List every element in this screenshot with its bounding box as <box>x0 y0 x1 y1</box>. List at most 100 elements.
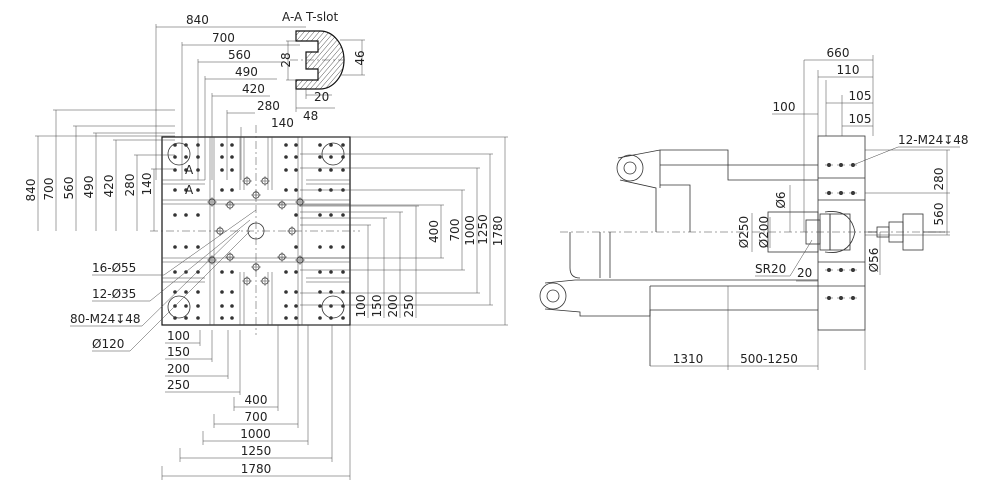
section-title: A-A T-slot <box>282 10 339 24</box>
section-mark-a-top: A <box>185 163 194 177</box>
bolt-hole <box>184 304 188 308</box>
bolt-hole <box>220 168 224 172</box>
left-dim-2: 560 <box>62 177 76 200</box>
side-dim-100: 100 <box>773 100 796 114</box>
right-dim-2: 1000 <box>463 215 477 246</box>
section-dim-48: 48 <box>303 109 318 123</box>
bolt-hole <box>196 316 200 320</box>
bolt-hole <box>329 155 333 159</box>
left-dim-3: 490 <box>82 176 96 199</box>
callout-16-holes: 16-Ø55 <box>92 261 136 275</box>
bolt-hole <box>173 143 177 147</box>
bolt-hole <box>173 168 177 172</box>
inner-dim-0: 100 <box>354 295 368 318</box>
bolt-hole <box>173 188 177 192</box>
bolt-hole <box>184 213 188 217</box>
side-dim-280: 280 <box>932 168 946 191</box>
bolt-hole <box>173 290 177 294</box>
left-dim-1: 700 <box>42 178 56 201</box>
top-dim-3: 490 <box>235 65 258 79</box>
top-dim-4: 420 <box>242 82 265 96</box>
callout-12-holes: 12-Ø35 <box>92 287 136 301</box>
bolt-hole <box>284 155 288 159</box>
side-dim-560: 560 <box>932 203 946 226</box>
bolt-hole <box>196 213 200 217</box>
bolt-hole <box>220 143 224 147</box>
bolt-hole <box>294 270 298 274</box>
bolt-hole <box>341 168 345 172</box>
bottom-dim-6: 1000 <box>240 427 271 441</box>
bolt-hole <box>318 304 322 308</box>
bolt-hole <box>329 143 333 147</box>
bolt-hole <box>230 168 234 172</box>
bolt-hole <box>318 316 322 320</box>
inner-dim-3: 250 <box>402 295 416 318</box>
bolt-hole <box>341 316 345 320</box>
left-dim-5: 280 <box>123 174 137 197</box>
bolt-hole <box>230 316 234 320</box>
bottom-dim-1: 150 <box>167 345 190 359</box>
top-dim-0: 840 <box>186 13 209 27</box>
section-mark-a-bottom: A <box>185 183 194 197</box>
bolt-hole <box>173 155 177 159</box>
side-dim-105b: 105 <box>849 112 872 126</box>
bolt-hole <box>284 143 288 147</box>
right-dim-1: 700 <box>448 219 462 242</box>
bolt-hole <box>294 143 298 147</box>
bolt-hole <box>220 270 224 274</box>
bolt-hole <box>184 245 188 249</box>
side-sr-label: SR20 <box>755 262 786 276</box>
bolt-hole <box>230 188 234 192</box>
bolt-hole <box>294 168 298 172</box>
callout-80-threads: 80-M24↧48 <box>70 312 141 326</box>
bolt-hole <box>294 155 298 159</box>
bolt-hole <box>284 316 288 320</box>
bolt-hole <box>284 290 288 294</box>
top-dim-1: 700 <box>212 31 235 45</box>
bolt-hole <box>294 304 298 308</box>
bolt-hole <box>196 245 200 249</box>
bolt-hole <box>318 270 322 274</box>
bolt-hole <box>329 168 333 172</box>
bolt-hole <box>318 290 322 294</box>
bolt-hole <box>284 270 288 274</box>
bottom-dim-7: 1250 <box>241 444 272 458</box>
right-dim-0: 400 <box>427 220 441 243</box>
bolt-hole <box>230 155 234 159</box>
inner-dim-2: 200 <box>386 295 400 318</box>
bolt-hole <box>230 143 234 147</box>
platen-front-view: A A <box>150 125 360 335</box>
bolt-hole <box>329 213 333 217</box>
side-dim-105a: 105 <box>849 89 872 103</box>
bolt-hole <box>284 304 288 308</box>
section-dim-28: 28 <box>279 52 293 67</box>
bolt-hole <box>173 270 177 274</box>
bolt-hole <box>341 213 345 217</box>
bolt-hole <box>284 168 288 172</box>
left-dim-0: 840 <box>24 179 38 202</box>
section-dim-46: 46 <box>353 50 367 65</box>
bolt-hole <box>318 168 322 172</box>
bolt-hole <box>220 304 224 308</box>
bolt-hole <box>341 270 345 274</box>
section-dim-20: 20 <box>314 90 329 104</box>
right-dim-4: 1780 <box>491 216 505 247</box>
right-dim-3: 1250 <box>476 214 490 245</box>
bottom-dim-0: 100 <box>167 329 190 343</box>
bolt-hole <box>329 270 333 274</box>
inner-dim-1: 150 <box>370 295 384 318</box>
bolt-hole <box>196 270 200 274</box>
side-dim-500-1250: 500-1250 <box>740 352 798 366</box>
bolt-hole <box>184 155 188 159</box>
bolt-hole <box>341 245 345 249</box>
bottom-dim-5: 700 <box>245 410 268 424</box>
top-dim-2: 560 <box>228 48 251 62</box>
bolt-hole <box>184 316 188 320</box>
bolt-hole <box>294 245 298 249</box>
